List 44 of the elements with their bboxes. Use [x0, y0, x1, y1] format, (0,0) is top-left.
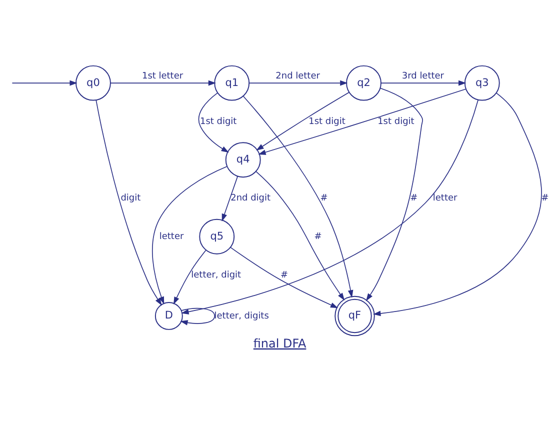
edge-label: #: [541, 194, 549, 204]
node-circle: q4: [225, 142, 261, 178]
edge-label: letter: [159, 232, 184, 242]
arrow: [256, 92, 350, 151]
arrow: [222, 176, 238, 222]
edge-label: #: [320, 194, 328, 204]
edge-label: letter, digits: [214, 311, 269, 322]
edge-label: 1st digit: [308, 116, 346, 127]
arrow: [366, 88, 423, 302]
caption: final DFA: [253, 336, 306, 350]
arrow: [181, 99, 479, 314]
edge-label: 2nd letter: [276, 71, 320, 82]
arrow: [96, 100, 162, 306]
edge-label: 1st letter: [142, 71, 184, 82]
edge-label: 1st digit: [200, 116, 237, 127]
arrow: [230, 246, 338, 308]
edge-label: #: [314, 232, 322, 242]
edge-label: letter: [432, 194, 458, 204]
arrow: [256, 171, 345, 301]
arrow: [380, 80, 466, 86]
node-circle: qF: [334, 296, 375, 336]
node-circle: D: [154, 302, 183, 330]
edge-label: #: [410, 194, 418, 204]
edge-label: 2nd digit: [230, 194, 271, 204]
edge-label: 3rd letter: [402, 71, 444, 82]
arrow: [152, 166, 228, 304]
edge-label: 1st digit: [378, 116, 414, 127]
edge-label: letter, digit: [191, 270, 242, 280]
node-circle: q3: [464, 65, 500, 101]
edge-label: #: [280, 270, 288, 280]
arrow: [198, 92, 229, 153]
arrow: [174, 250, 206, 305]
arrow: [12, 80, 78, 86]
node-circle: q2: [346, 65, 382, 101]
arrow: [180, 308, 216, 326]
arrow: [110, 80, 216, 86]
arrow: [248, 80, 348, 86]
node-circle: q0: [76, 65, 111, 101]
arrow: [373, 92, 542, 316]
arrow: [242, 96, 354, 298]
arrow: [258, 88, 466, 155]
node-circle: q5: [199, 218, 235, 254]
edge-label: digit: [120, 194, 141, 204]
node-circle: q1: [214, 65, 250, 101]
